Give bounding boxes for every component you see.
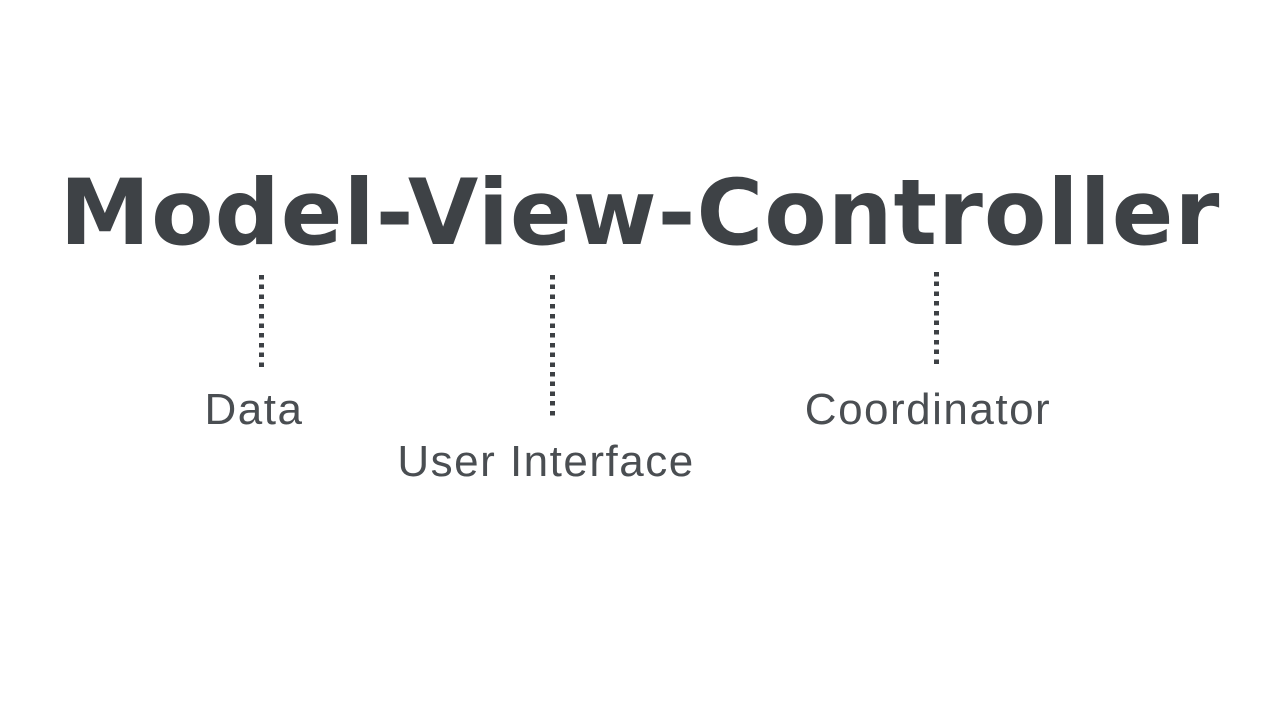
label-controller-coordinator: Coordinator <box>804 385 1052 434</box>
label-model-data: Data <box>204 385 304 434</box>
connector-controller-to-coordinator <box>934 272 939 369</box>
diagram-title: Model-View-Controller <box>59 161 1221 266</box>
connector-model-to-data <box>259 275 264 370</box>
label-view-user-interface: User Interface <box>397 437 695 486</box>
connector-view-to-user-interface <box>550 275 555 420</box>
